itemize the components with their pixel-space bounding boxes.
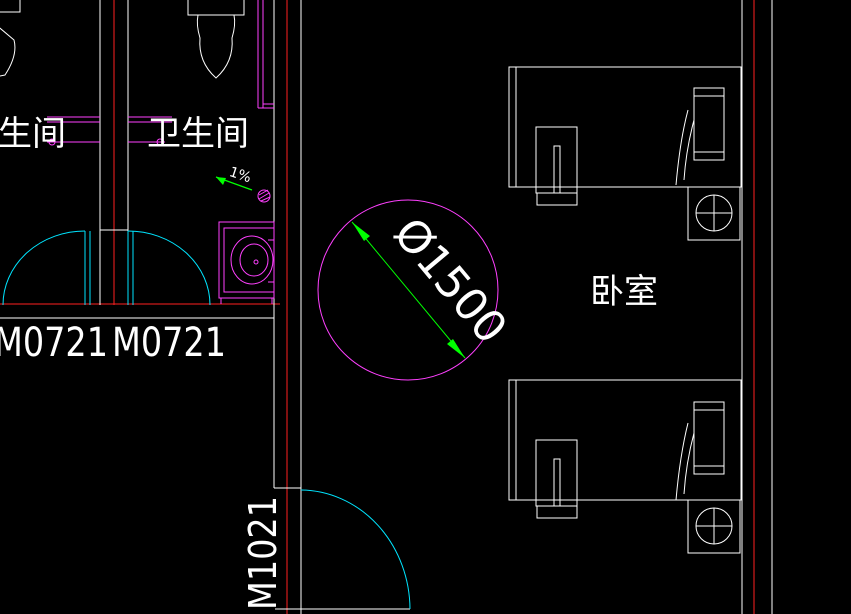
night-lamp-icon: [687, 499, 741, 554]
room-label-left: 生间: [0, 114, 66, 154]
turning-circle: Ø1500: [317, 199, 517, 381]
door-swings: [2, 230, 411, 610]
washbasin-icon: [218, 221, 275, 304]
door-code-label-vertical: M1021: [241, 496, 285, 610]
grab-bar-end: [48, 138, 56, 146]
plumbing-lines: [47, 0, 274, 146]
toilet-bowl: [0, 27, 16, 77]
door-swing-left: [2, 230, 86, 306]
floor-drain-icon: [257, 189, 271, 203]
toilet-bowl: [196, 14, 236, 79]
diameter-dimension-line: [351, 221, 466, 359]
grab-bar-end: [156, 138, 164, 146]
toilet-fixture-icon: [0, 0, 21, 77]
door-swing-right: [127, 230, 211, 306]
door-swing-main: [300, 489, 411, 610]
toilet-tank: [0, 0, 21, 13]
dimension-arrow: [352, 222, 370, 241]
dimension-arrow: [447, 339, 465, 358]
room-label-right: 卫生间: [147, 114, 249, 154]
night-lamp-icon: [687, 186, 741, 241]
axis-lines: [0, 0, 755, 614]
turning-circle-outline: [317, 199, 499, 381]
bed-icon: [508, 379, 742, 519]
bed-icon: [508, 66, 742, 206]
diameter-label: Ø1500: [383, 208, 516, 353]
door-code-label: M0721: [0, 320, 108, 366]
walls: [0, 0, 773, 614]
toilet-tank: [187, 0, 245, 16]
toilet-fixture-icon: [187, 0, 245, 79]
door-code-label: M0721: [112, 320, 226, 366]
slope-arrow: 1%: [215, 164, 253, 191]
bedroom-label: 卧室: [590, 272, 658, 312]
slope-label: 1%: [227, 164, 253, 186]
